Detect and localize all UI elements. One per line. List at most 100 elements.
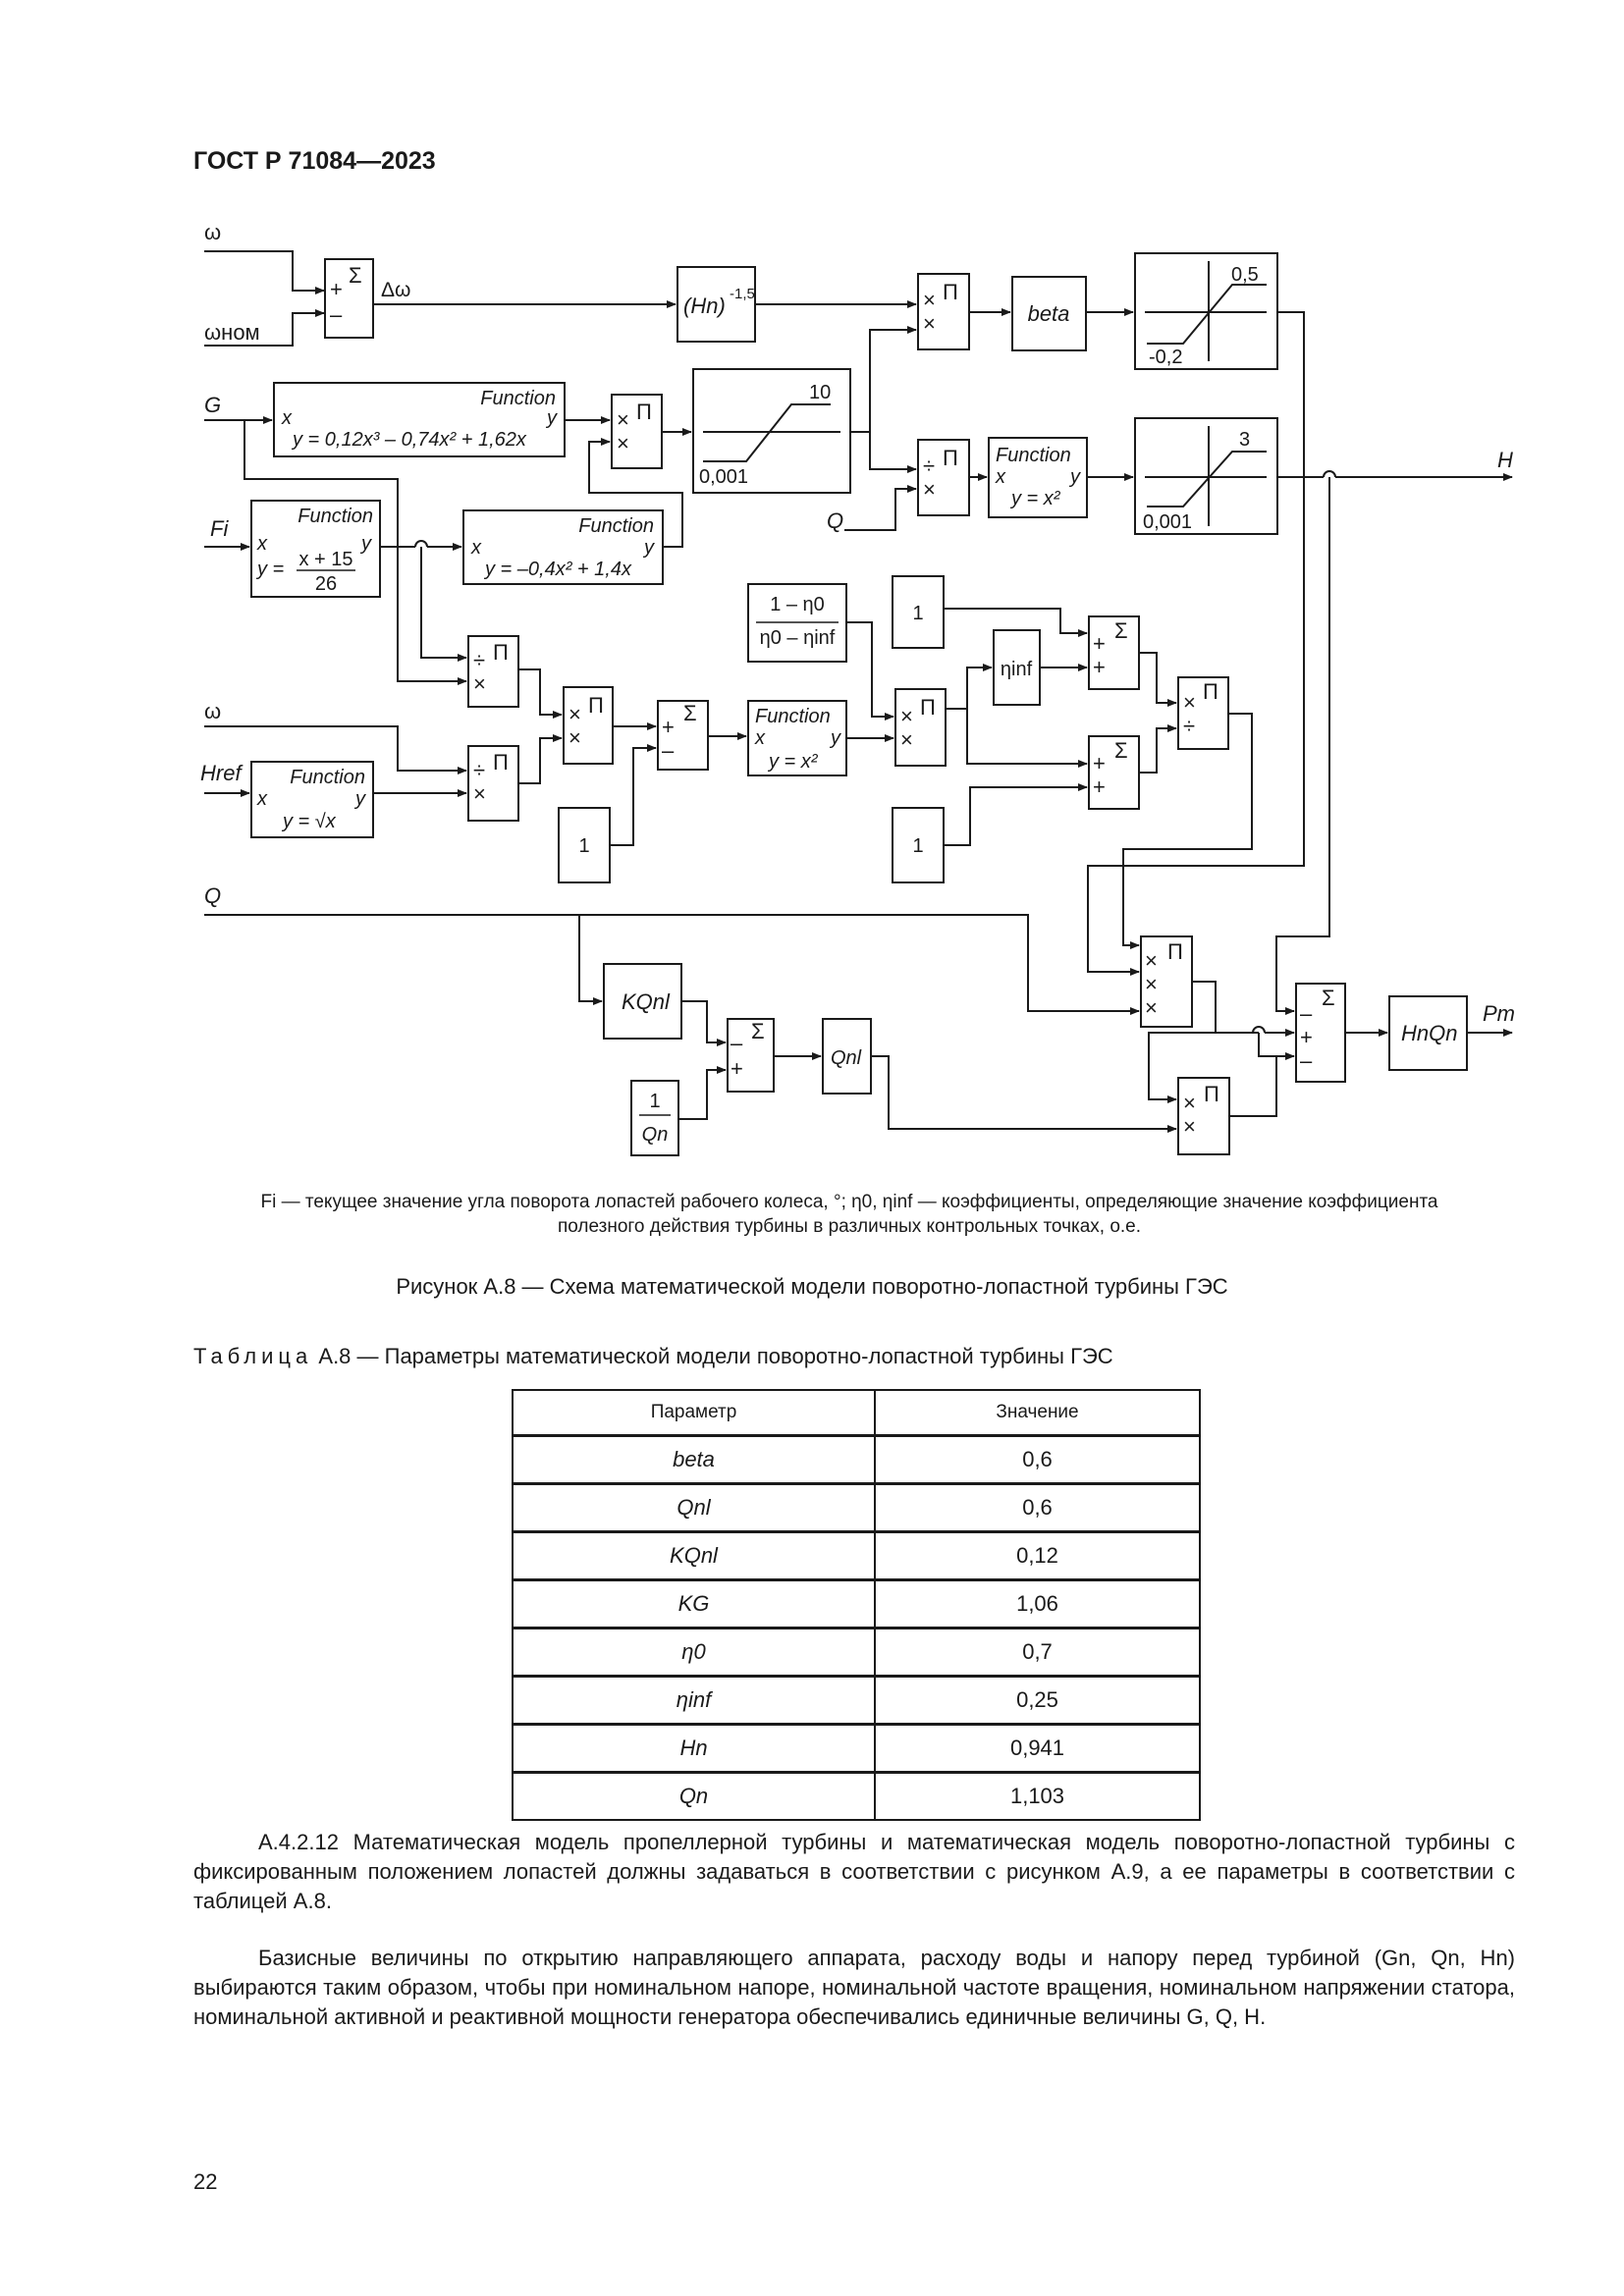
function-block-sqrt: Function x y y = √x	[250, 761, 374, 838]
value-cell: 0,941	[874, 1723, 1201, 1774]
svg-text:Function: Function	[480, 388, 556, 409]
svg-text:y: y	[829, 727, 841, 749]
table-row: Hn 0,941	[512, 1723, 1201, 1774]
value-cell: 0,7	[874, 1627, 1201, 1678]
product-block-3: × × Π	[563, 686, 614, 765]
svg-text:+: +	[1300, 1025, 1313, 1049]
svg-text:×: ×	[1183, 690, 1196, 715]
svg-text:–: –	[662, 738, 675, 763]
input-omega: ω	[204, 220, 221, 244]
saturation-h-block: 3 0,001	[1134, 417, 1278, 535]
svg-text:Σ: Σ	[349, 263, 362, 288]
svg-text:0,001: 0,001	[699, 466, 748, 488]
svg-text:x: x	[470, 537, 482, 559]
svg-text:y = √x: y = √x	[281, 811, 337, 832]
svg-text:y = x²: y = x²	[1009, 488, 1061, 509]
sum-block-5: – + Σ	[727, 1018, 775, 1093]
sum-block-4: + + Σ	[1088, 735, 1140, 810]
eta-fraction-block: 1 – η0 η0 – ηinf	[747, 583, 847, 663]
param-cell: KG	[512, 1578, 876, 1629]
parameters-table: Параметр Значение beta 0,6 Qnl 0,6 KQnl …	[512, 1389, 1201, 1821]
svg-text:×: ×	[1145, 948, 1158, 973]
signal-delta-omega: Δω	[381, 279, 410, 301]
table-row: ηinf 0,25	[512, 1675, 1201, 1726]
divide-block-1: ÷ × Π	[917, 439, 970, 516]
svg-text:+: +	[330, 277, 343, 301]
svg-text:1: 1	[912, 603, 923, 624]
saturation-beta-block: 0,5 -0,2	[1134, 252, 1278, 370]
svg-text:x: x	[281, 407, 293, 429]
svg-text:×: ×	[923, 477, 936, 502]
svg-text:÷: ÷	[923, 454, 935, 478]
divide-block-4: × ÷ Π	[1177, 676, 1229, 750]
svg-text:x: x	[754, 727, 766, 749]
input-omega-nom: ωном	[204, 320, 260, 345]
value-cell: 0,6	[874, 1434, 1201, 1485]
svg-text:Σ: Σ	[1114, 738, 1128, 763]
svg-text:0,5: 0,5	[1231, 264, 1259, 286]
svg-text:y: y	[359, 533, 372, 555]
svg-text:1 – η0: 1 – η0	[770, 594, 825, 615]
svg-text:Function: Function	[755, 706, 831, 727]
head-power-block: (Hn) -1,5	[677, 266, 756, 343]
divide-block-2: ÷ × Π	[467, 635, 519, 708]
param-cell: KQnl	[512, 1530, 876, 1581]
function-block-poly3: Function x y y = 0,12x³ – 0,74x² + 1,62x	[273, 382, 566, 457]
table-row: KG 1,06	[512, 1578, 1201, 1629]
function-block-sq1: Function x y y = x²	[988, 437, 1088, 518]
svg-text:Π: Π	[943, 446, 958, 470]
hn-qn-block: HnQn	[1388, 995, 1468, 1071]
svg-text:HnQn: HnQn	[1401, 1021, 1457, 1045]
input-q-upper: Q	[827, 508, 843, 533]
k-qnl-block: KQnl	[603, 963, 682, 1040]
paragraph-base-values: Базисные величины по открытию направляющ…	[193, 1946, 1515, 2029]
header-parameter: Параметр	[512, 1389, 876, 1437]
table-header-row: Параметр Значение	[512, 1389, 1201, 1437]
svg-text:×: ×	[1145, 972, 1158, 996]
svg-text:ηinf: ηinf	[1001, 659, 1033, 680]
svg-text:÷: ÷	[1183, 714, 1195, 738]
svg-text:y: y	[1068, 466, 1081, 488]
svg-text:×: ×	[1183, 1091, 1196, 1115]
svg-text:1: 1	[912, 835, 923, 857]
svg-text:y = 0,12x³ – 0,74x² + 1,62x: y = 0,12x³ – 0,74x² + 1,62x	[291, 429, 527, 451]
svg-text:1: 1	[649, 1091, 660, 1112]
svg-text:Function: Function	[298, 506, 373, 527]
svg-text:×: ×	[900, 727, 913, 752]
svg-text:+: +	[1093, 774, 1106, 799]
svg-text:1: 1	[578, 835, 589, 857]
svg-text:×: ×	[923, 311, 936, 336]
svg-text:-0,2: -0,2	[1149, 347, 1182, 368]
table-row: KQnl 0,12	[512, 1530, 1201, 1581]
svg-text:y: y	[353, 788, 366, 810]
svg-text:+: +	[1093, 655, 1106, 679]
document-header: ГОСТ Р 71084—2023	[193, 147, 436, 175]
param-cell: η0	[512, 1627, 876, 1678]
svg-text:Σ: Σ	[683, 701, 697, 725]
paragraph-a-4-2-12: А.4.2.12 Математическая модель пропеллер…	[193, 1830, 1515, 1913]
svg-text:Π: Π	[588, 693, 604, 718]
svg-text:Π: Π	[1204, 1082, 1219, 1106]
svg-text:26: 26	[315, 573, 337, 595]
inv-qn-block: 1 Qn	[630, 1080, 679, 1156]
svg-text:+: +	[1093, 631, 1106, 656]
svg-text:÷: ÷	[473, 758, 485, 782]
sum-block-3: + + Σ	[1088, 615, 1140, 690]
beta-gain-block: beta	[1011, 276, 1087, 351]
svg-text:Π: Π	[1167, 939, 1183, 964]
svg-text:η0 – ηinf: η0 – ηinf	[760, 627, 836, 649]
svg-text:y = –0,4x² + 1,4x: y = –0,4x² + 1,4x	[483, 559, 632, 580]
svg-text:Σ: Σ	[1322, 986, 1335, 1010]
svg-text:Function: Function	[290, 767, 365, 788]
svg-text:Function: Function	[578, 515, 654, 537]
figure-caption: Рисунок А.8 — Схема математической модел…	[396, 1274, 1228, 1299]
param-cell: Qnl	[512, 1482, 876, 1533]
table-row: η0 0,7	[512, 1627, 1201, 1678]
svg-text:×: ×	[617, 407, 629, 432]
sum-block-speed-error: + – Σ	[324, 258, 374, 339]
input-q-bottom: Q	[204, 883, 221, 908]
product-block-1: × × Π	[917, 273, 970, 350]
svg-text:-1,5: -1,5	[730, 286, 755, 302]
const-one-block-2: 1	[892, 575, 945, 649]
svg-text:×: ×	[473, 781, 486, 806]
